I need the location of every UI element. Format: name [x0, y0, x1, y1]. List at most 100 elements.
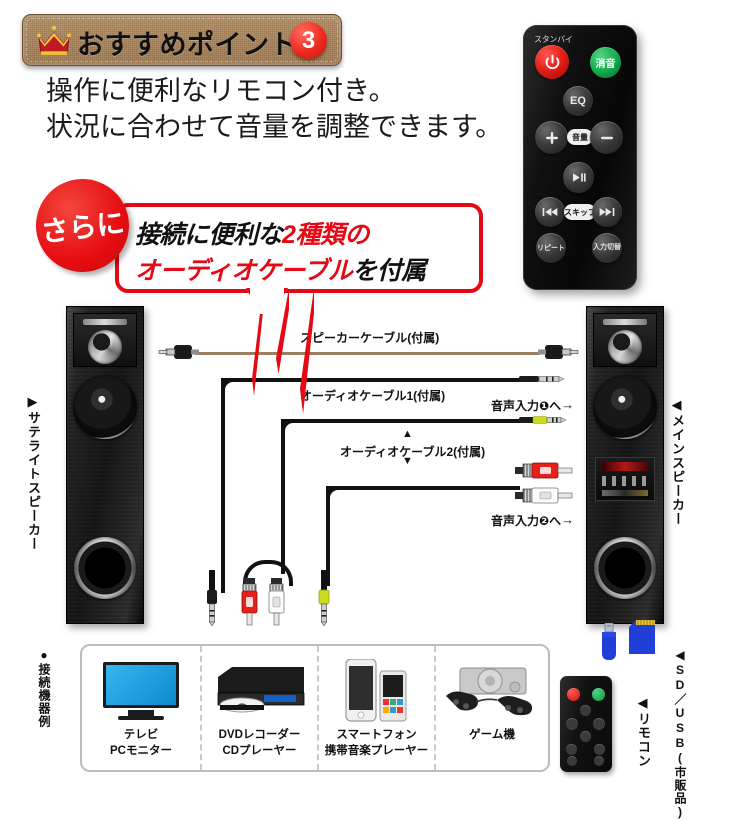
- plug-35mm-input1: [519, 376, 565, 382]
- main-speaker-label: ◀メインスピーカー: [670, 398, 685, 526]
- input-label-line1: 入力: [593, 244, 607, 252]
- tweeter-driver: [88, 330, 122, 364]
- remote-thumbnail-label: ◀リモコン: [636, 696, 651, 768]
- device-item-dvd: DVDレコーダー CDプレーヤー: [200, 646, 317, 770]
- connected-devices-panel: テレビ PCモニター DVDレコーダー CDプレーヤー: [80, 644, 550, 772]
- remote-control: スタンバイ 消音 EQ 音量: [523, 25, 637, 290]
- device-item-smartphone: スマートフォン 携帯音楽プレーヤー: [317, 646, 434, 770]
- repeat-button[interactable]: リピート: [536, 233, 566, 263]
- mini-prev-button: [566, 744, 577, 755]
- device-caption-smartphone: スマートフォン 携帯音楽プレーヤー: [325, 728, 429, 759]
- audio-cable-2b-vertical: [326, 486, 330, 586]
- volume-down-button[interactable]: [590, 121, 623, 154]
- device-caption-tv-line2: PCモニター: [110, 744, 172, 757]
- eq-button[interactable]: EQ: [563, 86, 593, 116]
- callout-line-2: オーディオケーブルを付属: [135, 251, 426, 287]
- bass-port: [594, 537, 656, 599]
- mini-input-button: [594, 756, 604, 766]
- bass-port: [74, 537, 136, 599]
- mute-button[interactable]: 消音: [590, 47, 621, 78]
- rca-plug-red-right: [515, 462, 573, 479]
- callout-line1-black: 接続に便利な: [135, 221, 283, 249]
- power-icon: [545, 54, 559, 69]
- device-caption-dvd-line1: DVDレコーダー: [218, 729, 301, 741]
- play-pause-button[interactable]: [563, 162, 594, 193]
- device-caption-dvd-line2: CDプレーヤー: [222, 744, 297, 757]
- satellite-speaker: [66, 306, 144, 624]
- rca-y-split: [243, 560, 293, 586]
- rca-plug-white: [268, 578, 285, 626]
- device-caption-tv-line1: テレビ: [123, 729, 159, 741]
- skip-forward-icon: [599, 208, 615, 216]
- device-caption-game: ゲーム機: [469, 728, 515, 744]
- mini-volume-down-button: [593, 718, 605, 730]
- control-ports[interactable]: [602, 490, 648, 496]
- speaker-cable-label: スピーカーケーブル(付属): [300, 331, 440, 345]
- speaker-brand-badge: [603, 319, 647, 325]
- led-display: [602, 462, 648, 471]
- audio-cable-2-label: オーディオケーブル2(付属): [340, 445, 486, 459]
- advert-canvas: おすすめポイント 3 操作に便利なリモコン付き。 状況に合わせて音量を調整できま…: [22, 14, 687, 820]
- speaker-brand-badge: [83, 319, 127, 325]
- mini-repeat-button: [567, 756, 577, 766]
- satellite-speaker-label: ▶サテライトスピーカー: [26, 395, 41, 551]
- control-knobs[interactable]: [602, 476, 648, 486]
- input-select-button[interactable]: 入力 切替: [592, 233, 622, 263]
- recommend-point-banner: おすすめポイント 3: [22, 14, 342, 66]
- power-button[interactable]: [535, 45, 569, 79]
- plug-35mm-black: [207, 570, 217, 626]
- volume-up-button[interactable]: [535, 121, 568, 154]
- audio-cable-1-vertical: [221, 378, 225, 593]
- midrange-driver: [73, 375, 137, 439]
- speaker-top-plate: [593, 313, 657, 367]
- audio-cable-1-label: オーディオケーブル1(付属): [300, 389, 446, 403]
- main-speaker-control-panel[interactable]: [595, 457, 655, 501]
- audio-cable-2a-horizontal: [285, 419, 523, 423]
- mini-mute-button: [592, 688, 605, 701]
- point-number-badge: 3: [290, 22, 327, 59]
- audio-cable-1-horizontal: [225, 378, 525, 382]
- callout-line1-red: 2種類の: [282, 221, 369, 249]
- audio-input-2-label: 音声入力❷へ →: [491, 512, 574, 529]
- audio-input-1-label: 音声入力❶へ →: [491, 397, 574, 414]
- callout-line2-red: オーディオケーブル: [135, 257, 353, 285]
- volume-label: 音量: [567, 129, 593, 145]
- previous-track-button[interactable]: [535, 197, 565, 227]
- mini-play-button: [580, 731, 591, 742]
- plug-35mm-input2-green: [519, 416, 567, 424]
- tv-icon: [103, 658, 179, 724]
- device-caption-game-line1: ゲーム機: [469, 729, 515, 741]
- connected-devices-heading: ●接続機器例: [37, 648, 51, 728]
- callout-line2-black: を付属: [352, 257, 426, 285]
- mini-volume-up-button: [566, 718, 578, 730]
- lead-copy: 操作に便利なリモコン付き。 状況に合わせて音量を調整できます。: [46, 74, 502, 145]
- game-console-icon: [442, 658, 542, 724]
- audio-cable-2-marker-up: ▲: [402, 428, 413, 440]
- remote-control-thumbnail: [560, 676, 612, 772]
- skip-back-icon: [542, 208, 558, 216]
- sd-usb-label: ◀SD／USB(市販品): [673, 648, 687, 820]
- rca-plug-white-right: [515, 487, 573, 504]
- input-label-line2: 切替: [607, 244, 621, 252]
- dvd-player-icon: [212, 658, 308, 724]
- device-item-game: ゲーム機: [434, 646, 548, 770]
- next-track-button[interactable]: [592, 197, 622, 227]
- speaker-cable-plug-left: [158, 345, 199, 359]
- speaker-top-plate: [73, 313, 137, 367]
- audio-cable-2a-vertical: [281, 419, 285, 574]
- smartphone-icon: [340, 658, 414, 724]
- device-caption-tv: テレビ PCモニター: [110, 728, 172, 759]
- audio-input-2-arrow: →: [561, 512, 575, 527]
- minus-icon: [600, 136, 613, 139]
- mini-next-button: [594, 744, 605, 755]
- speaker-cable-plug-right: [538, 345, 579, 359]
- device-item-tv: テレビ PCモニター: [82, 646, 200, 770]
- plug-35mm-green: [318, 570, 330, 626]
- play-pause-icon: [573, 173, 586, 182]
- cable-callout-bubble: 接続に便利な2種類の オーディオケーブルを付属: [115, 203, 483, 293]
- crown-icon: [37, 25, 71, 56]
- audio-input-1-text: 音声入力❶へ: [491, 399, 562, 413]
- mini-eq-button: [580, 705, 591, 716]
- pointer-arrow-1: [252, 288, 263, 396]
- audio-cable-2-marker-down: ▼: [402, 455, 413, 467]
